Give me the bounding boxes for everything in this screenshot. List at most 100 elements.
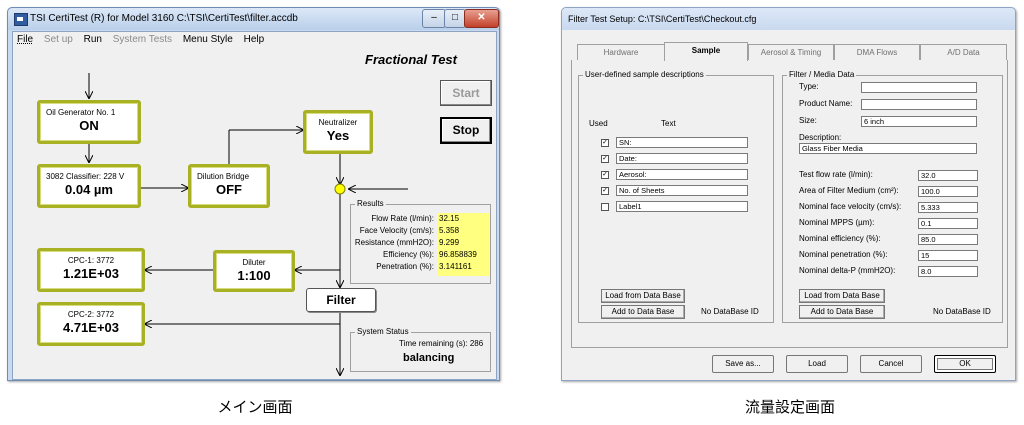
- param-1-label: Test flow rate (l/min):: [799, 170, 873, 179]
- face-velocity-label: Face Velocity (cm/s):: [359, 226, 434, 235]
- system-status-group: System Status Time remaining (s): 286 ba…: [350, 327, 491, 372]
- efficiency-value: 96.858839: [439, 250, 477, 259]
- results-highlight: [437, 213, 489, 276]
- dilution-bridge-value: OFF: [216, 182, 242, 197]
- cpc1-node[interactable]: CPC-1: 3772 1.21E+03: [37, 248, 145, 292]
- size-label: Size:: [799, 116, 817, 125]
- classifier-caption: 3082 Classifier: 228 V: [46, 172, 125, 181]
- diluter-value: 1:100: [237, 268, 271, 283]
- param-6-field[interactable]: 15: [918, 250, 978, 261]
- results-title: Results: [355, 199, 386, 208]
- oil-generator-caption: Oil Generator No. 1: [46, 108, 116, 117]
- resistance-value: 9.299: [439, 238, 460, 247]
- setup-dialog: Filter Test Setup: C:\TSI\CertiTest\Chec…: [561, 7, 1016, 381]
- app-icon: [14, 13, 28, 26]
- filter-add-db-button[interactable]: Add to Data Base: [799, 305, 885, 319]
- start-button[interactable]: Start: [440, 80, 492, 106]
- tab-sample[interactable]: Sample: [664, 42, 748, 61]
- menu-menu-style[interactable]: Menu Style: [182, 34, 233, 45]
- sample-row-4-text[interactable]: No. of Sheets: [616, 185, 748, 196]
- diluter-node[interactable]: Diluter 1:100: [213, 250, 295, 292]
- sample-row-1-text[interactable]: SN:: [616, 137, 748, 148]
- param-1-field[interactable]: 32.0: [918, 170, 978, 181]
- menu-file[interactable]: File: [17, 34, 34, 45]
- efficiency-label: Efficiency (%):: [383, 250, 434, 259]
- menu-system-tests[interactable]: System Tests: [112, 34, 173, 45]
- menu-bar: File Set up Run System Tests Menu Style …: [13, 32, 496, 48]
- results-group: Results Flow Rate (l/min): 32.15 Face Ve…: [350, 199, 491, 284]
- classifier-node[interactable]: 3082 Classifier: 228 V 0.04 µm: [37, 164, 141, 208]
- minimize-button[interactable]: –: [422, 9, 446, 28]
- filter-box[interactable]: Filter: [306, 288, 376, 312]
- product-name-label: Product Name:: [799, 99, 853, 108]
- param-5-field[interactable]: 85.0: [918, 234, 978, 245]
- penetration-value: 3.141161: [439, 262, 472, 271]
- menu-setup[interactable]: Set up: [43, 34, 73, 45]
- ok-button[interactable]: OK: [934, 355, 996, 373]
- main-screen-caption: メイン画面: [217, 399, 293, 416]
- cancel-button[interactable]: Cancel: [860, 355, 922, 373]
- sample-tab-page: User-defined sample descriptions Used Te…: [571, 60, 1008, 348]
- flow-rate-value: 32.15: [439, 214, 460, 223]
- dilution-bridge-node[interactable]: Dilution Bridge OFF: [188, 164, 270, 208]
- type-field[interactable]: [861, 82, 977, 93]
- oil-generator-value: ON: [79, 118, 99, 133]
- menu-run[interactable]: Run: [83, 34, 102, 45]
- maximize-button[interactable]: □: [444, 9, 466, 28]
- cpc2-caption: CPC-2: 3772: [67, 310, 115, 319]
- main-window: TSI CertiTest (R) for Model 3160 C:\TSI\…: [7, 7, 500, 381]
- main-titlebar[interactable]: TSI CertiTest (R) for Model 3160 C:\TSI\…: [8, 8, 499, 30]
- param-7-label: Nominal delta-P (mmH2O):: [799, 266, 896, 275]
- close-button[interactable]: ✕: [464, 9, 499, 28]
- dialog-titlebar[interactable]: Filter Test Setup: C:\TSI\CertiTest\Chec…: [562, 8, 1015, 30]
- neutralizer-caption: Neutralizer: [318, 118, 358, 127]
- sample-row-1-checkbox[interactable]: ✓: [601, 139, 609, 147]
- filter-media-title: Filter / Media Data: [787, 70, 857, 79]
- col-text-header: Text: [661, 119, 676, 128]
- stop-button[interactable]: Stop: [440, 117, 492, 144]
- flow-rate-label: Flow Rate (l/min):: [371, 214, 434, 223]
- size-field[interactable]: 6 inch: [861, 116, 977, 127]
- sample-row-3-checkbox[interactable]: ✓: [601, 171, 609, 179]
- face-velocity-value: 5.358: [439, 226, 460, 235]
- sample-db-id: No DataBase ID: [701, 307, 759, 316]
- type-label: Type:: [799, 82, 819, 91]
- dialog-title: Filter Test Setup: C:\TSI\CertiTest\Chec…: [568, 14, 757, 24]
- status-state: balancing: [403, 352, 455, 364]
- sample-descriptions-group: User-defined sample descriptions Used Te…: [578, 70, 774, 323]
- sample-load-db-button[interactable]: Load from Data Base: [601, 289, 685, 303]
- filter-load-db-button[interactable]: Load from Data Base: [799, 289, 885, 303]
- neutralizer-node[interactable]: Neutralizer Yes: [303, 110, 373, 154]
- sample-row-3-text[interactable]: Aerosol:: [616, 169, 748, 180]
- cpc1-caption: CPC-1: 3772: [67, 256, 115, 265]
- sample-row-5-checkbox[interactable]: [601, 203, 609, 211]
- save-as-button[interactable]: Save as...: [712, 355, 774, 373]
- tab-hardware[interactable]: Hardware: [577, 44, 665, 60]
- sample-row-4-checkbox[interactable]: ✓: [601, 187, 609, 195]
- load-button[interactable]: Load: [786, 355, 848, 373]
- cpc2-node[interactable]: CPC-2: 3772 4.71E+03: [37, 302, 145, 346]
- param-3-field[interactable]: 5.333: [918, 202, 978, 213]
- menu-help[interactable]: Help: [243, 34, 265, 45]
- sample-row-5-text[interactable]: Label1: [616, 201, 748, 212]
- param-3-label: Nominal face velocity (cm/s):: [799, 202, 902, 211]
- description-label: Description:: [799, 133, 842, 142]
- sample-add-db-button[interactable]: Add to Data Base: [601, 305, 685, 319]
- param-4-field[interactable]: 0.1: [918, 218, 978, 229]
- filter-db-id: No DataBase ID: [933, 307, 991, 316]
- product-name-field[interactable]: [861, 99, 977, 110]
- description-field[interactable]: Glass Fiber Media: [799, 143, 977, 154]
- sample-row-2-checkbox[interactable]: ✓: [601, 155, 609, 163]
- filter-media-group: Filter / Media Data Type: Product Name: …: [782, 70, 1003, 323]
- param-4-label: Nominal MPPS (µm):: [799, 218, 875, 227]
- param-7-field[interactable]: 8.0: [918, 266, 978, 277]
- oil-generator-node[interactable]: Oil Generator No. 1 ON: [37, 100, 141, 144]
- tab-ad-data[interactable]: A/D Data: [920, 44, 1007, 60]
- tab-dma-flows[interactable]: DMA Flows: [834, 44, 920, 60]
- flow-diagram-lines: [13, 73, 408, 379]
- param-2-field[interactable]: 100.0: [918, 186, 978, 197]
- filter-label: Filter: [326, 293, 356, 307]
- sample-row-2-text[interactable]: Date:: [616, 153, 748, 164]
- tab-aerosol-timing[interactable]: Aerosol & Timing: [748, 44, 834, 60]
- param-6-label: Nominal penetration (%):: [799, 250, 888, 259]
